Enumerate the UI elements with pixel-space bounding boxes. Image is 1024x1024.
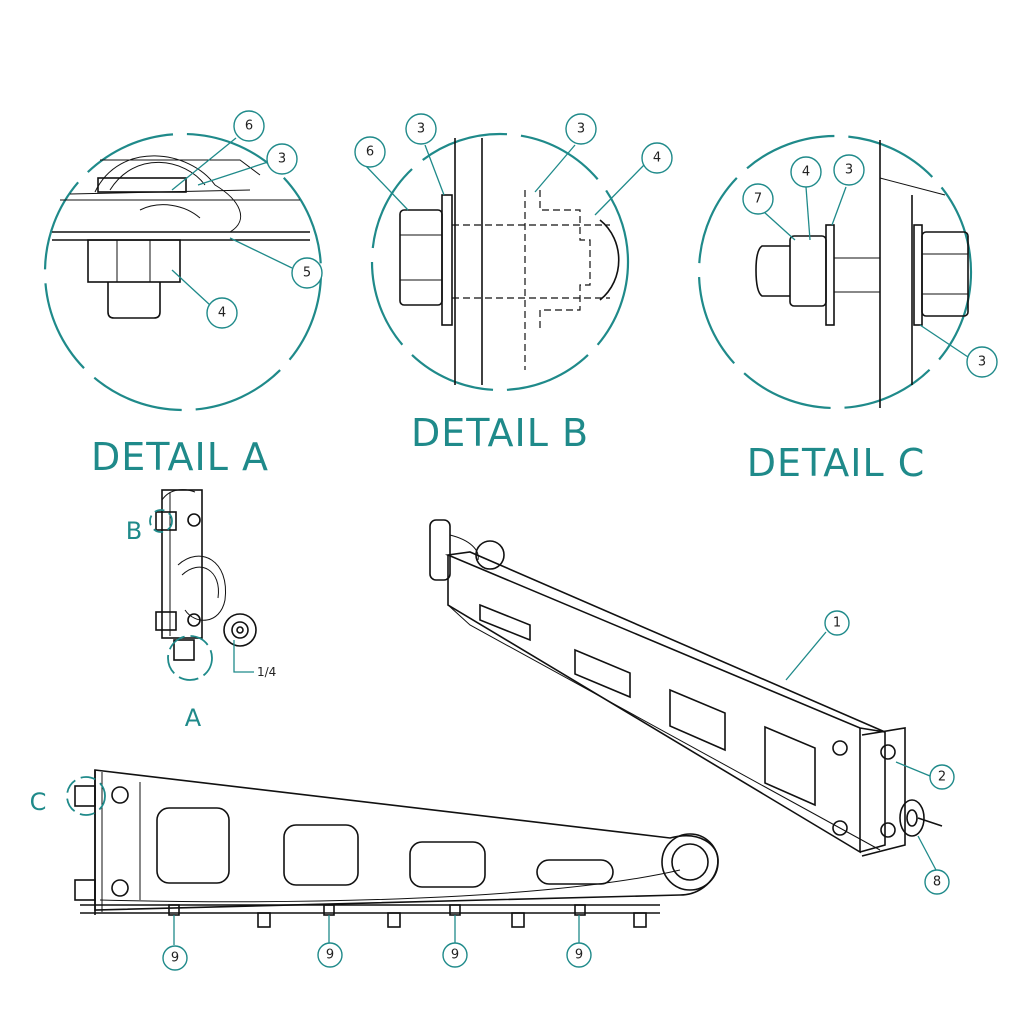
detail-c bbox=[697, 134, 973, 410]
leader-lines bbox=[171, 137, 969, 945]
item-balloon: 3 bbox=[405, 113, 437, 145]
item-number: 3 bbox=[978, 355, 986, 370]
item-balloon: 4 bbox=[641, 142, 673, 174]
item-number: 6 bbox=[366, 145, 374, 160]
view-label-b: B bbox=[126, 517, 142, 545]
side-arm bbox=[66, 769, 719, 928]
item-number: 5 bbox=[303, 266, 311, 281]
item-number: 2 bbox=[938, 770, 946, 785]
item-number: 4 bbox=[218, 306, 226, 321]
view-label-a: A bbox=[185, 704, 202, 732]
view-label-c: C bbox=[30, 788, 47, 816]
item-balloon: 1 bbox=[824, 610, 850, 636]
item-balloon: 9 bbox=[162, 945, 188, 971]
item-balloon: 3 bbox=[833, 154, 865, 186]
detail-c-title: DETAIL C bbox=[747, 441, 926, 485]
quarter-note: 1/4 bbox=[257, 665, 276, 679]
item-balloon: 9 bbox=[317, 942, 343, 968]
detail-a-boundary bbox=[43, 132, 323, 412]
item-number: 4 bbox=[653, 151, 661, 166]
item-balloon: 5 bbox=[291, 257, 323, 289]
item-number: 3 bbox=[417, 122, 425, 137]
item-number: 9 bbox=[451, 948, 459, 963]
item-balloon: 3 bbox=[565, 113, 597, 145]
item-balloon: 4 bbox=[206, 297, 238, 329]
detail-a bbox=[43, 132, 323, 412]
item-number: 3 bbox=[845, 163, 853, 178]
detail-c-boundary bbox=[697, 134, 973, 410]
detail-b-title: DETAIL B bbox=[411, 411, 589, 455]
item-number: 6 bbox=[245, 119, 253, 134]
item-number: 7 bbox=[754, 192, 762, 207]
item-balloon: 4 bbox=[790, 156, 822, 188]
detail-a-title: DETAIL A bbox=[91, 435, 269, 479]
item-number: 3 bbox=[577, 122, 585, 137]
detail-b-boundary bbox=[370, 132, 630, 392]
isometric-arm bbox=[429, 519, 943, 857]
item-balloon: 3 bbox=[266, 143, 298, 175]
item-number: 9 bbox=[575, 948, 583, 963]
item-balloon: 8 bbox=[924, 869, 950, 895]
item-balloon: 6 bbox=[233, 110, 265, 142]
item-balloon: 2 bbox=[929, 764, 955, 790]
item-number: 8 bbox=[933, 875, 941, 890]
item-number: 9 bbox=[171, 951, 179, 966]
end-view bbox=[149, 489, 257, 681]
item-number: 4 bbox=[802, 165, 810, 180]
item-balloon: 9 bbox=[442, 942, 468, 968]
item-balloon: 6 bbox=[354, 136, 386, 168]
item-number: 1 bbox=[833, 616, 841, 631]
item-balloon: 3 bbox=[966, 346, 998, 378]
detail-b bbox=[370, 132, 630, 392]
item-balloon: 9 bbox=[566, 942, 592, 968]
item-number: 9 bbox=[326, 948, 334, 963]
item-number: 3 bbox=[278, 152, 286, 167]
item-balloon: 7 bbox=[742, 183, 774, 215]
